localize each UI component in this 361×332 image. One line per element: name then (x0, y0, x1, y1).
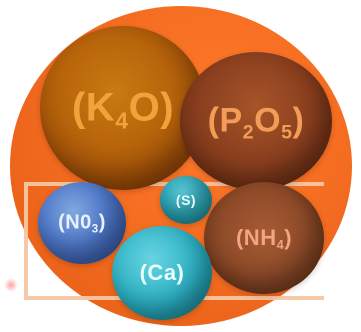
sparkle-dot (4, 278, 18, 292)
p2o5-close: ) (292, 101, 305, 140)
no3-label: (N03) (38, 211, 126, 236)
s-label: (S) (175, 192, 197, 208)
no3-close: ) (98, 211, 106, 234)
nh4-subscript: 4 (276, 237, 285, 253)
nh4-close: ) (284, 225, 293, 250)
no3-subscript: 3 (91, 222, 99, 236)
nh4-ball: (NH4) (204, 182, 324, 294)
p2o5-label: (P2O5) (180, 101, 332, 144)
p2o5-subscript-1: 2 (242, 121, 255, 144)
ca-label: (Ca) (139, 260, 185, 285)
p2o5-mid: O (254, 101, 282, 140)
no3-open: (N0 (58, 211, 92, 234)
no3-ball: (N03) (38, 182, 126, 264)
p2o5-subscript-2: 5 (281, 121, 293, 144)
k4o-open: (K (71, 85, 116, 130)
nh4-label: (NH4) (204, 225, 324, 253)
p2o5-open: (P (207, 101, 243, 140)
ca-ball: (Ca) (112, 226, 212, 320)
k4o-label: (K4O) (40, 85, 206, 134)
k4o-subscript: 4 (115, 107, 129, 134)
k4o-ball: (K4O) (40, 26, 206, 190)
s-ball: (S) (160, 176, 212, 224)
nh4-open: (NH (235, 225, 277, 250)
k4o-close: O) (128, 85, 175, 130)
p2o5-ball: (P2O5) (180, 52, 332, 190)
